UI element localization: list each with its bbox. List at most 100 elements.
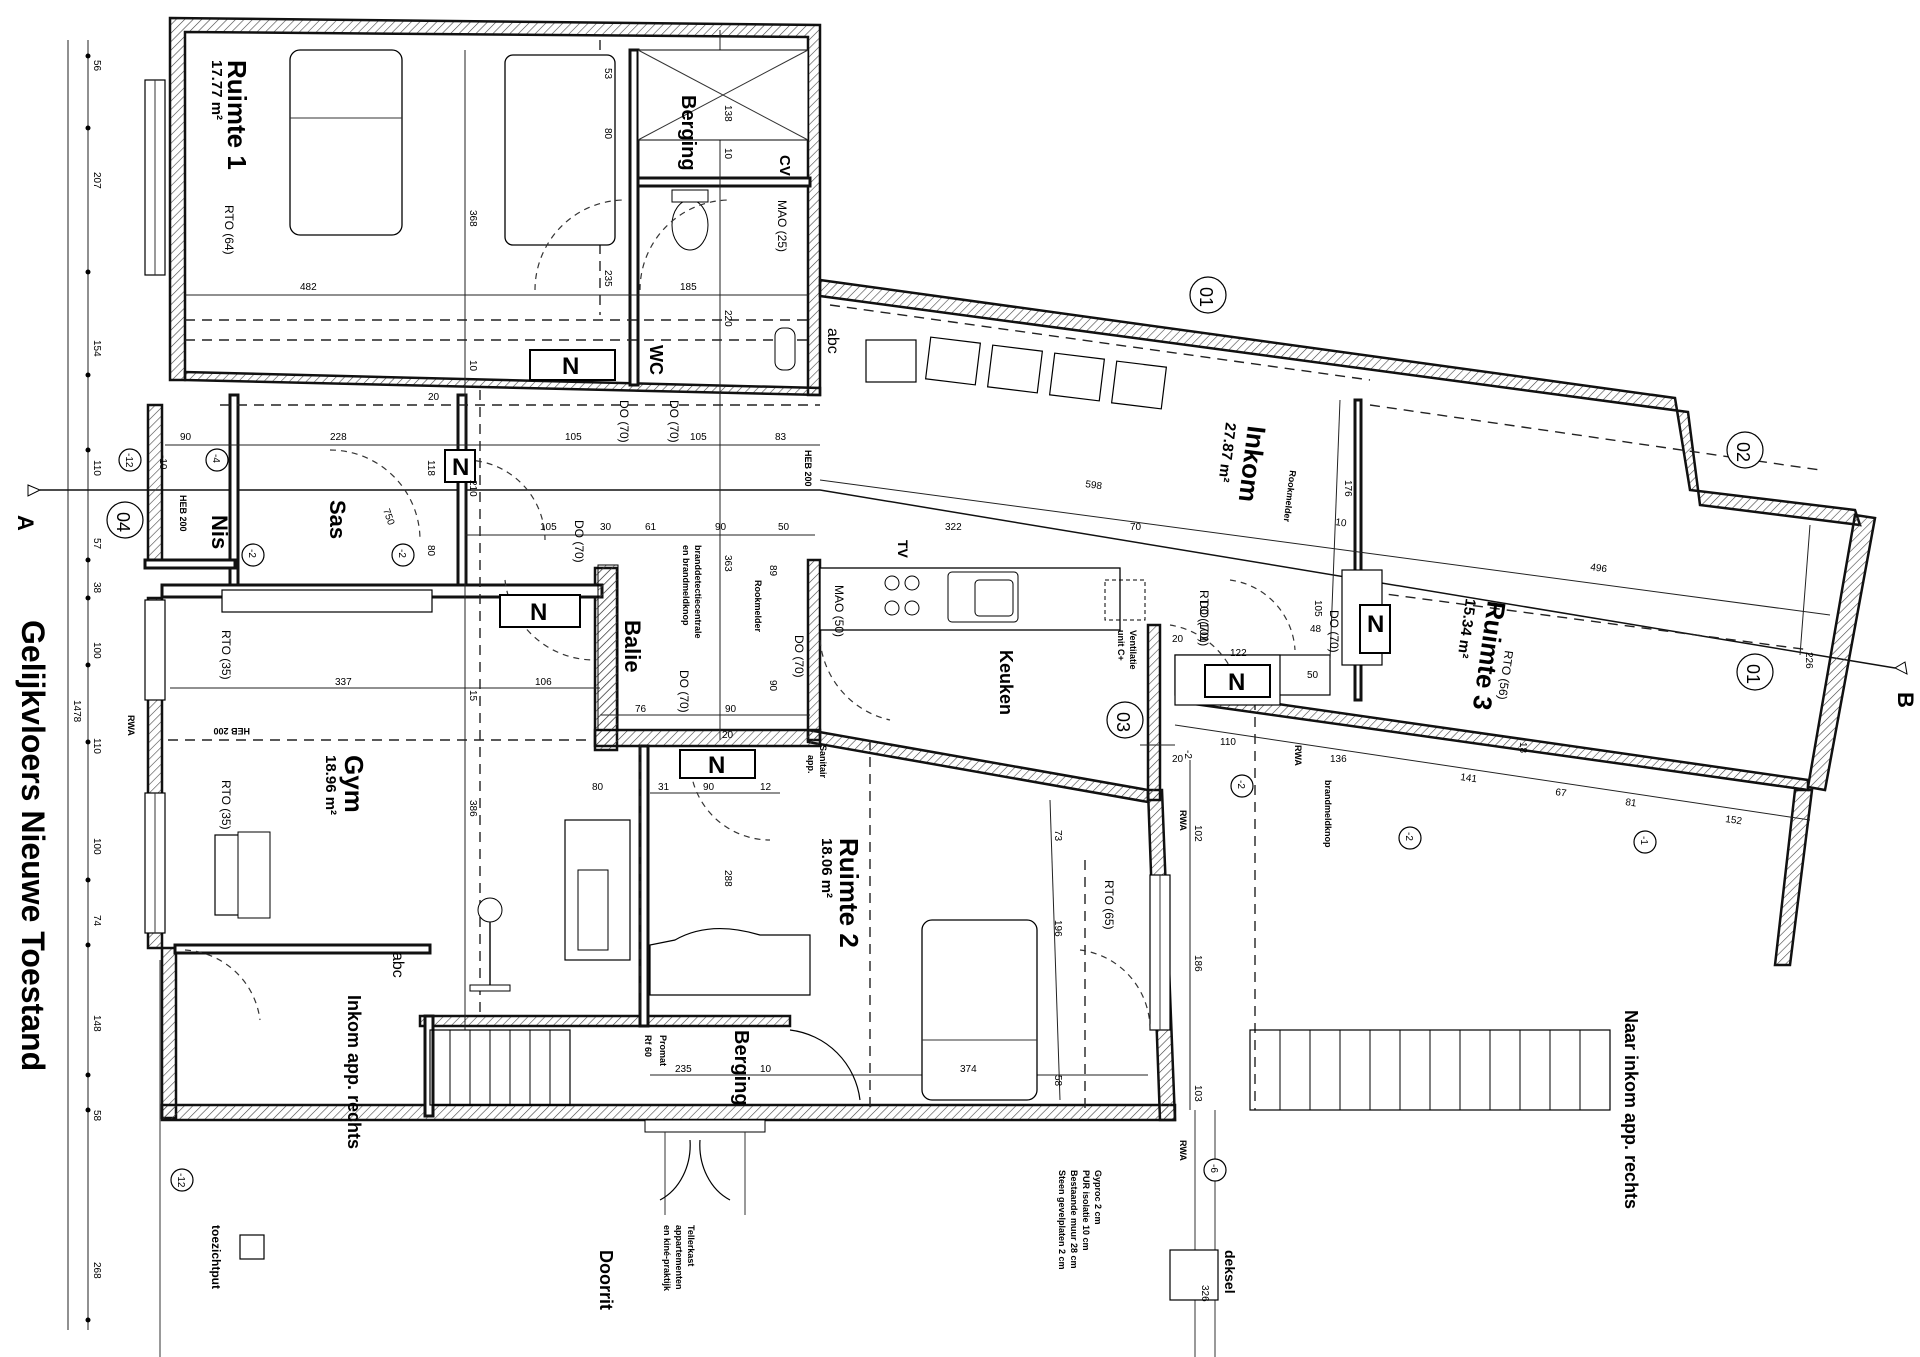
label-cv: CV: [776, 155, 793, 176]
label-rto35a: RTO (35): [219, 630, 233, 680]
label-sanitair-2: app.: [806, 755, 816, 774]
dim-value: 20: [428, 392, 440, 403]
dim-value: 138: [722, 105, 733, 122]
level-4: -2: [246, 549, 257, 558]
dim-value: 50: [778, 522, 790, 533]
dim-value: 61: [645, 522, 657, 533]
dimension-values: 482 185 368 53 80 235 138 10 220 10 90 2…: [180, 68, 1814, 1302]
dim-value: 482: [300, 282, 317, 293]
label-rwa-d: RWA: [1178, 1140, 1188, 1161]
dim-value: 48: [1310, 624, 1322, 635]
dim-left-268: 268: [91, 1262, 102, 1279]
dim-left-38: 38: [91, 582, 102, 594]
marker-circle-4: [1106, 701, 1144, 739]
label-rto101: RTO (101): [1197, 590, 1211, 646]
label-toezichtput: toezichtput: [209, 1225, 223, 1289]
room-label-gym: Gym: [339, 755, 369, 813]
dim-value: 10: [760, 1064, 772, 1075]
dim-value: 10: [722, 148, 733, 160]
level-7: -2: [1403, 832, 1414, 841]
dim-value: 83: [775, 432, 787, 443]
dim-value: 73: [1052, 830, 1063, 842]
dim-value: 67: [1555, 787, 1568, 800]
dim-value: 598: [1085, 479, 1103, 492]
dim-value: 176: [1342, 480, 1353, 497]
room-label-berging-bottom: Berging: [730, 1030, 752, 1106]
dim-value: 326: [1199, 1285, 1210, 1302]
dim-value: 70: [1130, 522, 1142, 533]
level-5: -2: [396, 549, 407, 558]
dim-left-74: 74: [91, 915, 102, 927]
level-10: -6: [1208, 1164, 1219, 1173]
level-3: -4: [210, 454, 221, 463]
room-label-ruimte2: Ruimte 2: [834, 838, 864, 948]
label-do70-g: DO (70): [1327, 610, 1341, 653]
n-symbol-2: N: [452, 454, 469, 481]
level-9: -1: [1638, 836, 1649, 845]
marker-3: 01: [1743, 664, 1763, 684]
dim-value: 750: [380, 507, 396, 527]
room-label-naar-inkom: Naar inkom app. rechts: [1621, 1010, 1641, 1209]
level-11: -12: [175, 1173, 186, 1188]
dim-value: 235: [675, 1064, 692, 1075]
axis-b-label: B: [1893, 692, 1918, 708]
dimension-lines: [165, 30, 1831, 1110]
dim-value: 496: [1590, 562, 1608, 575]
label-teller-3: en kiné-praktijk: [662, 1225, 672, 1292]
dim-value: 90: [180, 432, 192, 443]
dim-value: 90: [767, 680, 778, 692]
marker-2: 02: [1733, 442, 1753, 462]
label-do70-c: DO (70): [572, 520, 586, 563]
dim-value: 81: [1625, 797, 1638, 810]
dim-value: 235: [602, 270, 613, 287]
label-wall-3: Bestaande muur 28 cm: [1069, 1170, 1079, 1269]
left-dimension-values: 56 207 154 110 57 38 100 1478 110 100 74…: [71, 60, 102, 1279]
label-brandcentrale-2: en brandmeldknop: [681, 545, 691, 626]
technical-labels: CV TV MAO (25) MAO (50) RTO (64) RTO (35…: [126, 155, 1516, 1294]
label-do70-a: DO (70): [617, 400, 631, 443]
dim-value: 12: [760, 782, 772, 793]
section-line-a-b: [27, 484, 1908, 675]
dim-value: 122: [1230, 648, 1247, 659]
label-brandmeldknop: brandmeldknop: [1323, 780, 1333, 848]
label-rto35b: RTO (35): [219, 780, 233, 830]
dim-left-148: 148: [91, 1015, 102, 1032]
axis-a-label: A: [13, 515, 38, 531]
label-rookmelder-a: Rookmelder: [753, 580, 763, 633]
dim-value: 363: [722, 555, 733, 572]
dim-left-58: 58: [91, 1110, 102, 1122]
dim-value: 103: [1192, 1085, 1203, 1102]
marker-circle-3: [1736, 653, 1774, 691]
label-brandcentrale-1: branddetectiecentrale: [693, 545, 703, 639]
left-dimension-lines: [67, 40, 91, 1330]
dim-value: 337: [335, 677, 352, 688]
n-symbol-3: N: [530, 599, 547, 626]
dim-value: 228: [330, 432, 347, 443]
label-sanitair-1: Sanitair: [818, 745, 828, 779]
n-symbol-4: N: [708, 752, 725, 779]
dim-left-57: 57: [91, 538, 102, 550]
label-ventilatie-1: Ventilatie: [1128, 630, 1138, 670]
label-do70-d: DO (70): [677, 670, 691, 713]
label-mao25: MAO (25): [775, 200, 789, 252]
label-rto65: RTO (65): [1102, 880, 1116, 930]
dim-value: 220: [722, 310, 733, 327]
label-deksel: deksel: [1222, 1250, 1238, 1294]
room-area-gym: 18.96 m²: [322, 755, 339, 815]
dim-value: 196: [1052, 920, 1063, 937]
room-label-ruimte1: Ruimte 1: [222, 60, 252, 170]
label-wall-1: Gyproc 2 cm: [1093, 1170, 1103, 1225]
label-wall-2: PUR isolatie 10 cm: [1081, 1170, 1091, 1251]
dim-value: 288: [722, 870, 733, 887]
dim-value: 76: [635, 704, 647, 715]
label-wall-4: Steen gevelplaten 2 cm: [1057, 1170, 1067, 1270]
dim-value: 31: [658, 782, 670, 793]
dim-value: 322: [945, 522, 962, 533]
label-heb200-b: HEB 200: [178, 495, 188, 532]
dim-value: 50: [1307, 670, 1319, 681]
label-mao50: MAO (50): [832, 585, 846, 637]
room-area-ruimte2: 18.06 m²: [818, 838, 835, 898]
room-label-inkom: Inkom: [1233, 424, 1272, 504]
dim-value: 30: [600, 522, 612, 533]
level-2: -10: [157, 455, 168, 470]
